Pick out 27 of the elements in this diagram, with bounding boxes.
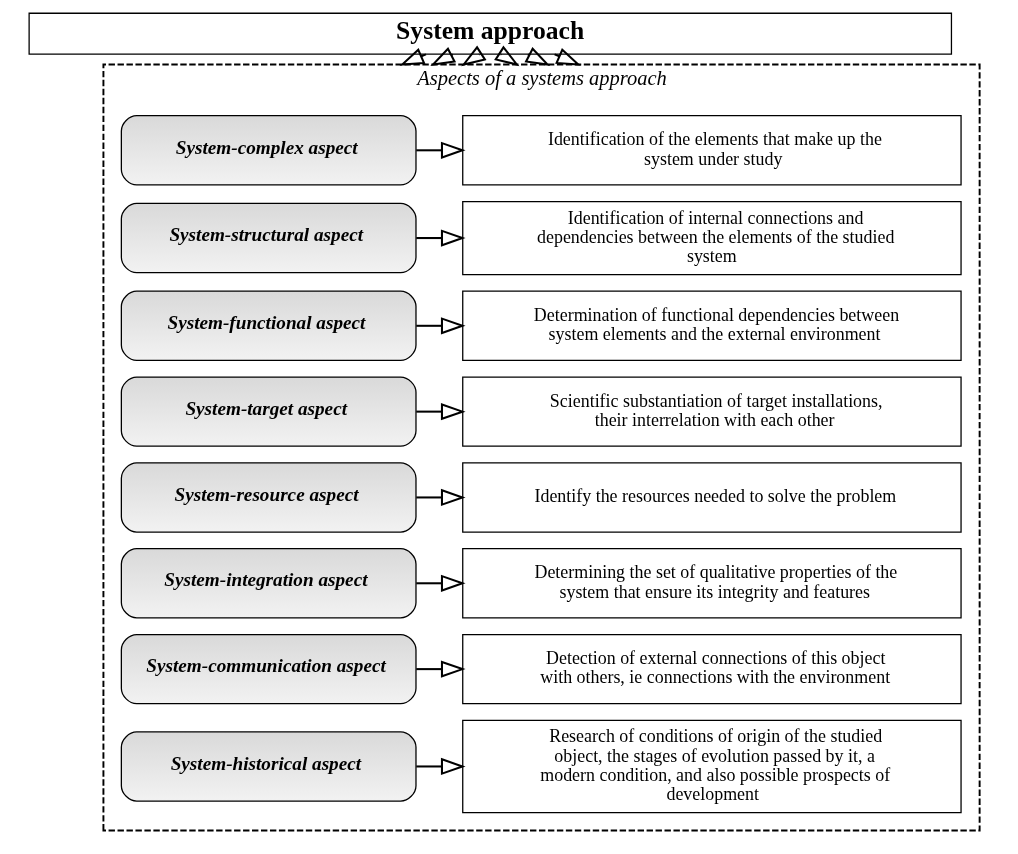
node-box: System-target aspect (120, 376, 417, 447)
arrow (415, 488, 466, 507)
arrow (415, 141, 466, 159)
node-box: Identify the resources needed to solve the problem (461, 462, 962, 533)
arrow (415, 317, 466, 335)
node-box: System-historical aspect (120, 731, 417, 802)
node-box: Determination of functional dependencies between system elements and the external environment (461, 290, 962, 362)
arrow (415, 229, 466, 247)
node-box: Determining the set of qualitative properties of the system that ensure its integrity and features (461, 548, 962, 619)
node-box: System-structural aspect (120, 202, 417, 274)
node-box: System-resource aspect (120, 462, 417, 533)
node-box: Research of conditions of origin of the studied object, the stages of evolution passed by it, a modern condition, and also possible prospects of development (461, 719, 962, 814)
node-box: Detection of external connections of this object with others, ie connections with the environment (461, 633, 962, 705)
node-box: Identification of the elements that make up the system under study (461, 115, 962, 186)
node-box: System-complex aspect (120, 115, 417, 186)
node-box: Scientific substantiation of target installations, their interrelation with each other (461, 376, 962, 447)
node-box: System-functional aspect (120, 290, 417, 362)
arrow (415, 403, 466, 421)
arrow (415, 660, 466, 678)
node-box: System-communication aspect (120, 633, 417, 705)
arrow (460, 45, 486, 67)
node-box: Identification of internal connections and dependencies between the elements of the studied system (461, 200, 962, 276)
node-box: System-integration aspect (120, 548, 417, 619)
arrow (415, 757, 466, 776)
arrow (415, 574, 466, 592)
arrow (493, 45, 519, 67)
arrow (398, 48, 426, 66)
